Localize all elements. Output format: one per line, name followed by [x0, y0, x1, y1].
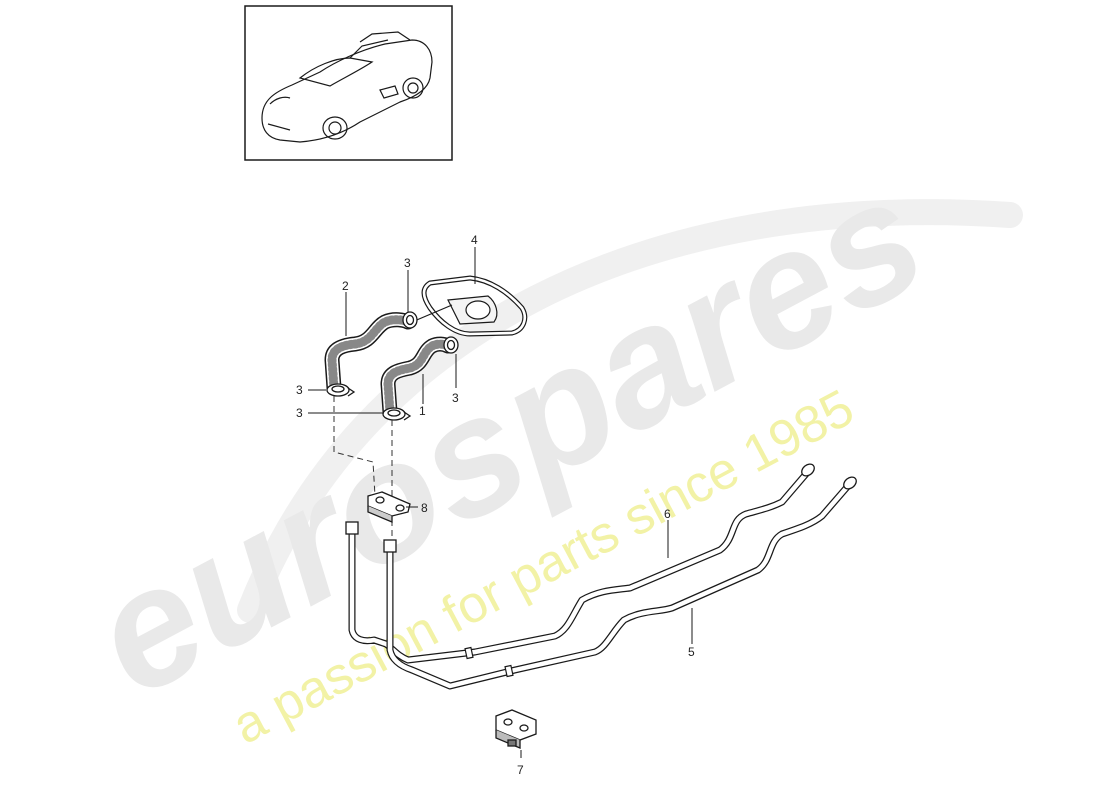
watermark-swoosh — [237, 199, 1023, 623]
part-4-bracket — [411, 275, 528, 337]
car-illustration — [261, 31, 433, 143]
part-6-pipe — [348, 470, 810, 664]
part-5-pipe — [386, 482, 852, 690]
pipe-breaks — [464, 646, 514, 678]
vehicle-thumbnail — [244, 5, 453, 161]
callout-3-left: 3 — [296, 383, 303, 397]
callout-3-upper: 3 — [404, 256, 411, 270]
callout-7: 7 — [517, 763, 524, 777]
callout-4: 4 — [471, 233, 478, 247]
part-2-hose — [324, 312, 416, 396]
callout-2: 2 — [342, 279, 349, 293]
callout-6: 6 — [664, 507, 671, 521]
leader-lines — [308, 247, 693, 758]
pipe-end-fittings — [345, 463, 857, 553]
clamp-upper-left — [402, 311, 418, 329]
part-1-hose — [380, 336, 456, 420]
callout-3-right: 3 — [452, 391, 459, 405]
callout-5: 5 — [688, 645, 695, 659]
callout-8: 8 — [421, 501, 428, 515]
clamp-right — [382, 407, 412, 421]
thumbnail-frame — [244, 5, 453, 161]
callouts: 2 3 4 3 3 1 3 8 6 5 7 — [296, 233, 695, 777]
part-3-clamps — [326, 311, 459, 421]
part-8-holder — [367, 491, 411, 523]
callout-3-lower-left: 3 — [296, 406, 303, 420]
clamp-left — [326, 383, 356, 397]
callout-1: 1 — [419, 404, 426, 418]
clamp-upper-right — [443, 336, 459, 354]
part-7-clip — [495, 709, 537, 749]
